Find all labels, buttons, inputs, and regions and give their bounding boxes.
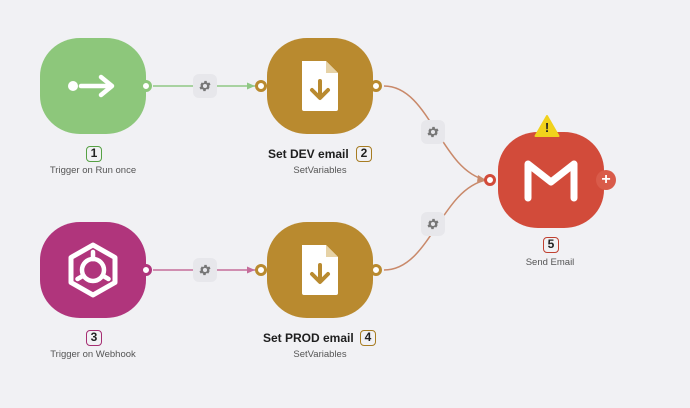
gear-icon xyxy=(427,126,439,138)
file-download-icon xyxy=(302,245,338,295)
node-1-number-badge: 1 xyxy=(86,146,102,162)
arrowhead-1-to-2 xyxy=(247,82,255,90)
node-4-output-port[interactable] xyxy=(370,264,382,276)
node-2-label: SetVariables xyxy=(293,165,347,176)
add-node-button[interactable]: + xyxy=(596,170,616,190)
node-5-number-badge: 5 xyxy=(543,237,559,253)
gear-icon xyxy=(199,264,211,276)
gmail-m-icon xyxy=(524,160,578,202)
file-download-icon xyxy=(302,61,338,111)
plus-icon: + xyxy=(601,171,611,188)
node-5-label: Send Email xyxy=(525,257,575,268)
node-4-label: SetVariables xyxy=(293,349,347,360)
node-3-label: Trigger on Webhook xyxy=(50,349,136,360)
warning-mark: ! xyxy=(544,120,550,135)
node-4-title: Set PROD email xyxy=(263,331,354,345)
node-4-number-badge: 4 xyxy=(360,330,376,346)
node-set-prod-email[interactable] xyxy=(267,222,373,318)
node-3-output-port[interactable] xyxy=(140,264,152,276)
connection-2-settings-gear[interactable] xyxy=(421,120,445,144)
node-send-email[interactable] xyxy=(498,132,604,228)
connection-4-settings-gear[interactable] xyxy=(421,212,445,236)
node-trigger-run-once[interactable] xyxy=(40,38,146,134)
node-5-input-port[interactable] xyxy=(484,174,496,186)
node-2-number-badge: 2 xyxy=(356,146,372,162)
webhook-hexagon-icon xyxy=(68,242,118,298)
node-3-number-badge: 3 xyxy=(86,330,102,346)
arrowhead-to-5 xyxy=(477,175,486,182)
connection-1-settings-gear[interactable] xyxy=(193,74,217,98)
connection-3-settings-gear[interactable] xyxy=(193,258,217,282)
node-1-output-port[interactable] xyxy=(140,80,152,92)
node-1-label: Trigger on Run once xyxy=(49,165,137,176)
node-2-title: Set DEV email xyxy=(268,147,349,161)
arrow-right-icon xyxy=(68,74,115,98)
node-set-dev-email[interactable] xyxy=(267,38,373,134)
node-2-output-port[interactable] xyxy=(370,80,382,92)
gear-icon xyxy=(427,218,439,230)
warning-triangle-icon: ! xyxy=(534,114,560,138)
arrowhead-3-to-4 xyxy=(247,266,255,274)
node-4-input-port[interactable] xyxy=(255,264,267,276)
node-trigger-webhook[interactable] xyxy=(40,222,146,318)
node-2-input-port[interactable] xyxy=(255,80,267,92)
gear-icon xyxy=(199,80,211,92)
